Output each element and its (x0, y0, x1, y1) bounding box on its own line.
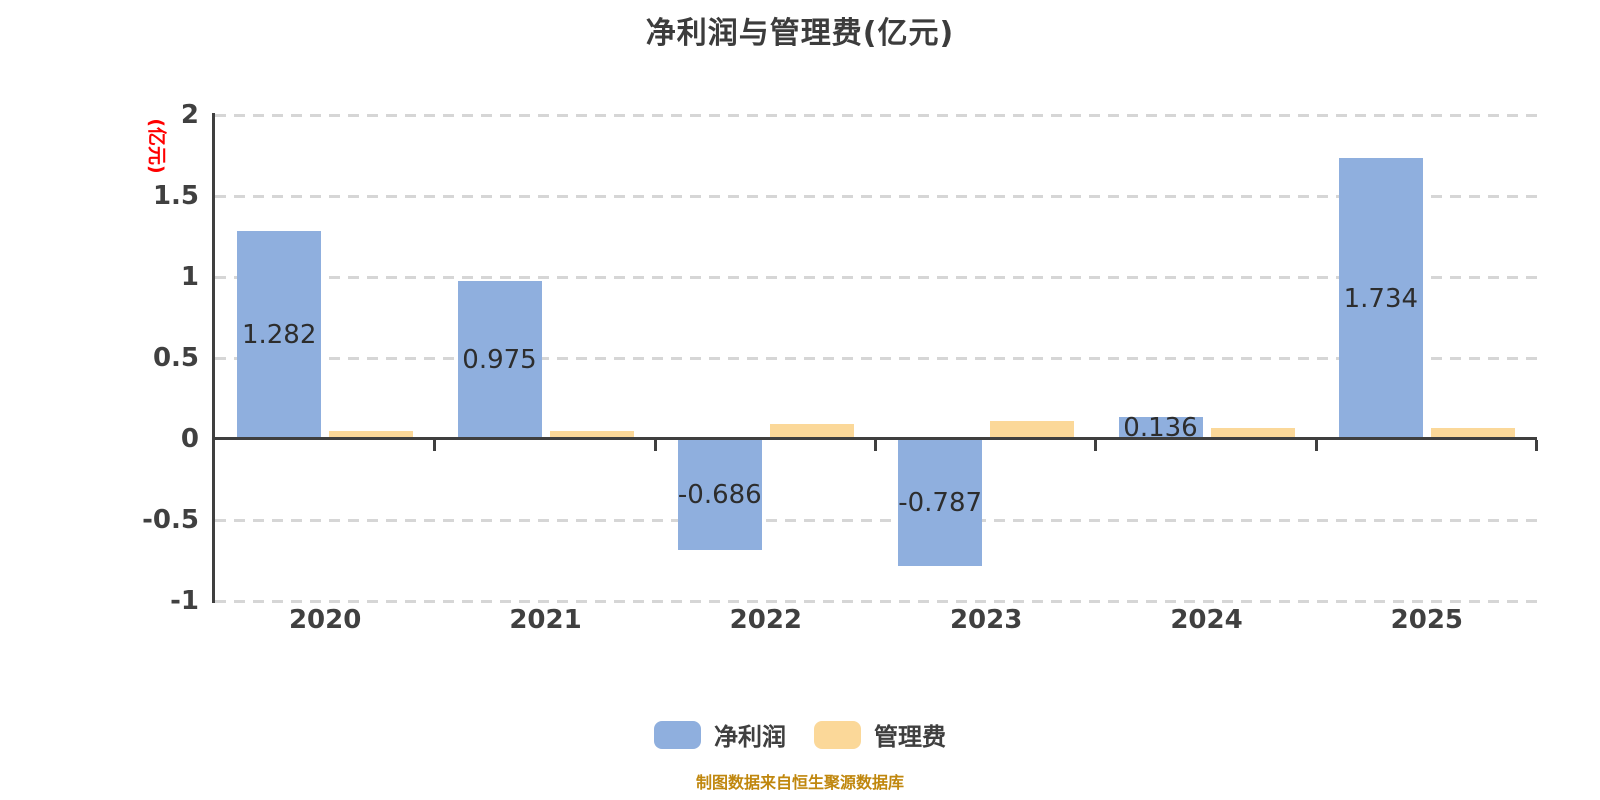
legend-swatch-net-profit (654, 720, 701, 749)
x-axis-tick (1094, 440, 1098, 451)
x-tick-label-2021: 2021 (509, 605, 582, 635)
x-axis-tick (1535, 440, 1538, 451)
x-tick-label-2020: 2020 (288, 605, 362, 635)
net-profit-value-label-2023: -0.787 (898, 487, 983, 518)
legend-swatch-management-fee (814, 720, 861, 749)
x-tick-label-2025: 2025 (1390, 605, 1464, 635)
data-source-note: 制图数据来自恒生聚源数据库 (695, 773, 904, 792)
x-tick-label-2023: 2023 (949, 605, 1023, 635)
management-fee-bar-2022 (769, 424, 854, 439)
net-profit-value-label-2022: -0.686 (677, 479, 762, 510)
y-axis-line (212, 113, 215, 603)
y-tick-label: 1 (180, 262, 199, 292)
x-axis-tick (653, 440, 657, 451)
net-profit-value-label-2021: 0.975 (462, 345, 537, 376)
gridline-y--0.5 (215, 519, 1537, 522)
management-fee-bar-2023 (990, 421, 1075, 439)
x-axis-tick (874, 440, 877, 451)
gridline-y-1.5 (215, 195, 1537, 198)
management-fee-bar-2024 (1210, 427, 1295, 439)
gridline-y--1 (215, 600, 1537, 603)
x-tick-label-2024: 2024 (1170, 605, 1243, 635)
management-fee-bar-2021 (549, 430, 634, 439)
net-profit-bar-2025 (1338, 158, 1423, 439)
management-fee-bar-2025 (1430, 427, 1515, 439)
legend-item-management-fee[interactable]: 管理费 (814, 717, 946, 752)
y-tick-label: 0 (180, 424, 199, 454)
gridline-y-2 (215, 114, 1537, 117)
legend: 净利润 管理费 (0, 717, 1600, 752)
legend-item-net-profit[interactable]: 净利润 (654, 717, 786, 752)
net-profit-bar-2021 (457, 281, 542, 439)
y-tick-label: 1.5 (152, 181, 199, 211)
y-tick-label: 2 (180, 100, 199, 130)
net-profit-value-label-2020: 1.282 (241, 320, 317, 351)
x-axis-tick (433, 440, 437, 451)
net-profit-bar-2020 (237, 231, 322, 439)
net-profit-bar-2023 (898, 439, 983, 567)
y-tick-label: -1 (170, 586, 199, 616)
gridline-y-1 (215, 276, 1537, 279)
x-axis-line (212, 437, 1537, 440)
x-tick-label-2022: 2022 (729, 605, 803, 635)
net-profit-value-label-2025: 1.734 (1343, 283, 1419, 314)
legend-label-management-fee: 管理费 (874, 723, 946, 751)
y-tick-label: -0.5 (142, 505, 199, 535)
gridline-y-0.5 (215, 357, 1537, 360)
x-axis-tick (1314, 440, 1318, 451)
net-profit-bar-2022 (677, 439, 762, 551)
y-tick-label: 0.5 (152, 343, 199, 373)
net-profit-bar-2024 (1118, 416, 1203, 439)
management-fee-bar-2020 (329, 430, 414, 439)
chart-title: 净利润与管理费(亿元) (645, 16, 955, 51)
legend-label-net-profit: 净利润 (714, 723, 786, 751)
